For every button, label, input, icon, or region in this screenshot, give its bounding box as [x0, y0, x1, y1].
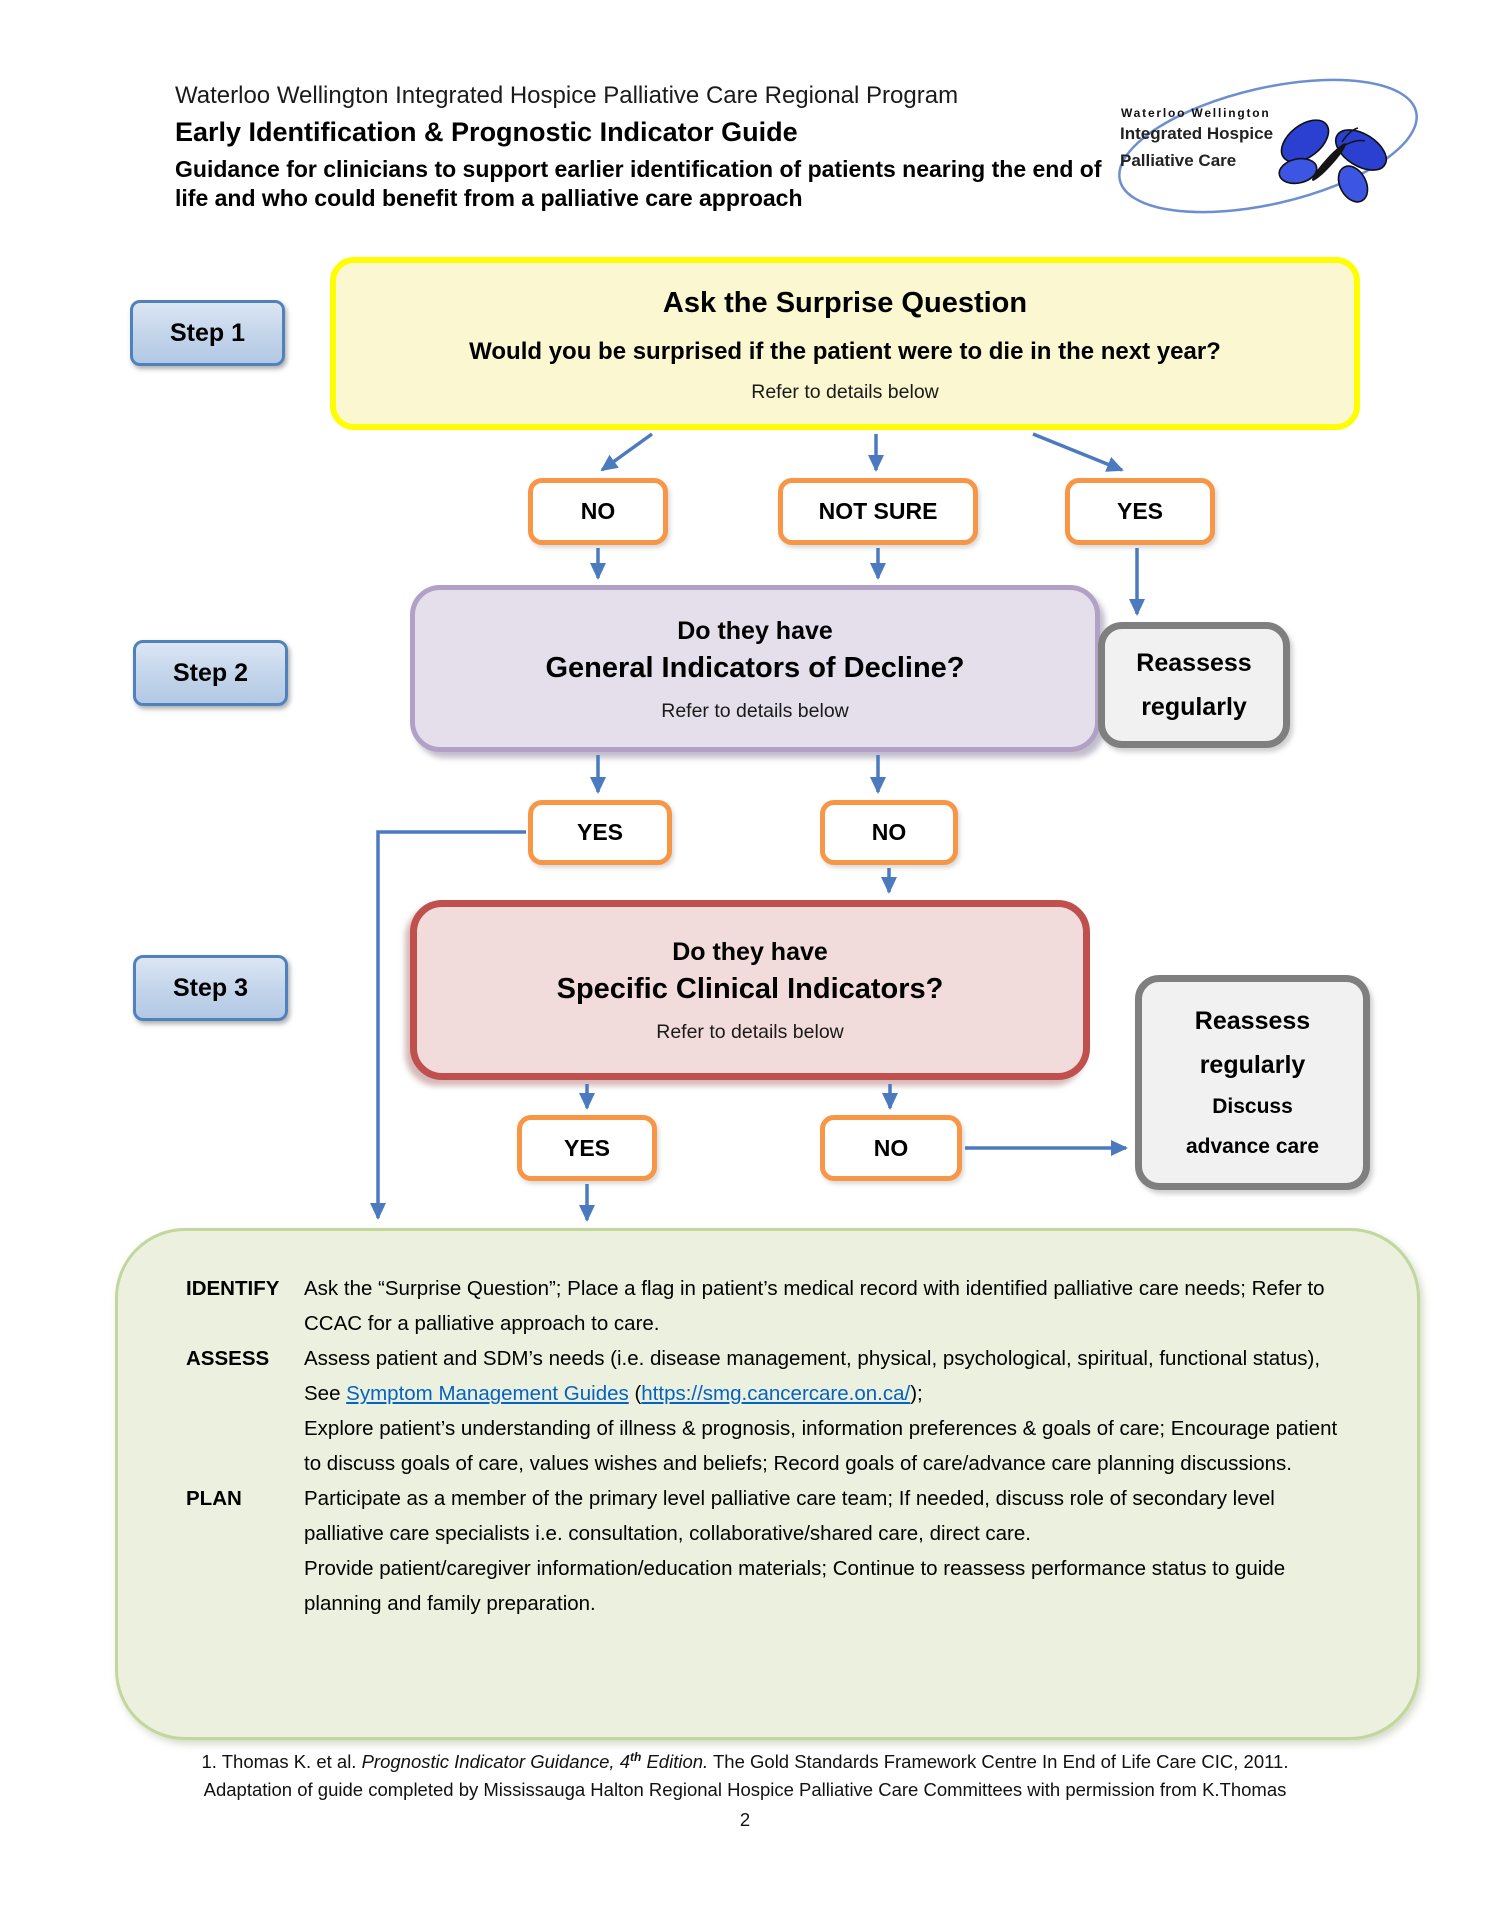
plan-row: PLAN Participate as a member of the prim…	[186, 1481, 1366, 1621]
surprise-question-title: Ask the Surprise Question	[662, 287, 1028, 319]
page-title: Early Identification & Prognostic Indica…	[175, 117, 798, 147]
general-indicators-line2: General Indicators of Decline?	[545, 651, 965, 684]
page-number: 2	[739, 1809, 751, 1831]
arrow-surprise-to-no	[600, 432, 654, 472]
step2-badge: Step 2	[133, 640, 288, 706]
general-indicators-box: Do they have General Indicators of Decli…	[410, 585, 1100, 752]
logo: Waterloo Wellington Integrated Hospice P…	[1105, 58, 1435, 223]
action-panel: IDENTIFY Ask the “Surprise Question”; Pl…	[115, 1228, 1420, 1740]
assess-text-part2: (	[628, 1382, 642, 1405]
assess-label: ASSESS	[186, 1347, 270, 1370]
header: Waterloo Wellington Integrated Hospice P…	[175, 82, 1130, 213]
answer2-yes-box: YES	[528, 800, 672, 865]
assess-text-part4: Explore patient’s understanding of illne…	[304, 1417, 1338, 1475]
reassess-line1: Reassess	[1136, 649, 1252, 677]
assess-row: ASSESS Assess patient and SDM’s needs (i…	[186, 1341, 1366, 1481]
logo-graphic	[1118, 78, 1418, 214]
reassess2-line4: advance care	[1185, 1134, 1320, 1158]
answer3-no-box: NO	[820, 1115, 962, 1181]
plan-label: PLAN	[186, 1487, 242, 1510]
answer3-yes-box: YES	[517, 1115, 657, 1181]
identify-text: Ask the “Surprise Question”; Place a fla…	[304, 1277, 1325, 1335]
answer1-yes-box: YES	[1065, 478, 1215, 545]
citation-line1: 1. Thomas K. et al. Prognostic Indicator…	[115, 1743, 1375, 1776]
smg-url-link[interactable]: https://smg.cancercare.on.ca/	[641, 1382, 911, 1405]
symptom-management-guides-link[interactable]: Symptom Management Guides	[346, 1382, 629, 1405]
citation-rest: The Gold Standards Framework Centre In E…	[708, 1751, 1289, 1773]
page-subtitle: Guidance for clinicians to support earli…	[175, 156, 1102, 211]
program-name: Waterloo Wellington Integrated Hospice P…	[175, 82, 959, 109]
answer2-no-box: NO	[820, 800, 958, 865]
reassess-line2: regularly	[1141, 693, 1247, 721]
reassess2-line1: Reassess	[1194, 1006, 1311, 1035]
specific-indicators-line1: Do they have	[672, 938, 828, 966]
butterfly-icon	[1278, 119, 1388, 203]
reassess-regularly-box: Reassess regularly	[1098, 622, 1290, 748]
citation-prefix: 1. Thomas K. et al.	[201, 1751, 362, 1773]
specific-indicators-box: Do they have Specific Clinical Indicator…	[410, 900, 1090, 1080]
footer: 1. Thomas K. et al. Prognostic Indicator…	[115, 1743, 1375, 1834]
citation-italic1: Prognostic Indicator Guidance, 4	[361, 1751, 630, 1773]
reassess2-line3: Discuss	[1212, 1094, 1293, 1118]
answer1-not-sure-box: NOT SURE	[778, 478, 978, 545]
logo-line3: Palliative Care	[1120, 151, 1237, 170]
assess-text: Assess patient and SDM’s needs (i.e. dis…	[304, 1341, 1349, 1481]
citation-italic2: Edition.	[641, 1751, 709, 1773]
reassess2-line2: regularly	[1199, 1050, 1306, 1079]
assess-text-part3: );	[910, 1382, 923, 1405]
assess-text-part1: Assess patient and SDM’s needs (i.e. dis…	[304, 1347, 1321, 1405]
specific-indicators-line2: Specific Clinical Indicators?	[556, 973, 944, 1005]
general-refer-note: Refer to details below	[661, 699, 849, 722]
action-content: IDENTIFY Ask the “Surprise Question”; Pl…	[186, 1271, 1366, 1621]
specific-refer-note: Refer to details below	[656, 1021, 844, 1043]
surprise-refer-note: Refer to details below	[751, 381, 939, 403]
plan-text: Participate as a member of the primary l…	[304, 1481, 1349, 1621]
reassess-advance-care-box: Reassess regularly Discuss advance care	[1135, 975, 1370, 1190]
surprise-question-text: Would you be surprised if the patient we…	[469, 338, 1221, 365]
logo-line1: Waterloo Wellington	[1121, 106, 1271, 120]
arrow-surprise-to-yes	[1032, 432, 1124, 472]
plan-text-part2: Provide patient/caregiver information/ed…	[304, 1557, 1286, 1615]
citation-line2: Adaptation of guide completed by Mississ…	[203, 1779, 1287, 1801]
surprise-question-box: Ask the Surprise Question Would you be s…	[330, 257, 1360, 430]
plan-text-part1: Participate as a member of the primary l…	[304, 1487, 1275, 1545]
identify-label: IDENTIFY	[186, 1277, 280, 1300]
logo-line2: Integrated Hospice	[1120, 124, 1274, 143]
citation-superscript: th	[630, 1750, 642, 1764]
identify-row: IDENTIFY Ask the “Surprise Question”; Pl…	[186, 1271, 1366, 1341]
logo-ellipse-icon	[1118, 78, 1418, 214]
step1-badge: Step 1	[130, 300, 285, 366]
general-indicators-line1: Do they have	[677, 616, 833, 645]
answer1-no-box: NO	[528, 478, 668, 545]
step3-badge: Step 3	[133, 955, 288, 1021]
